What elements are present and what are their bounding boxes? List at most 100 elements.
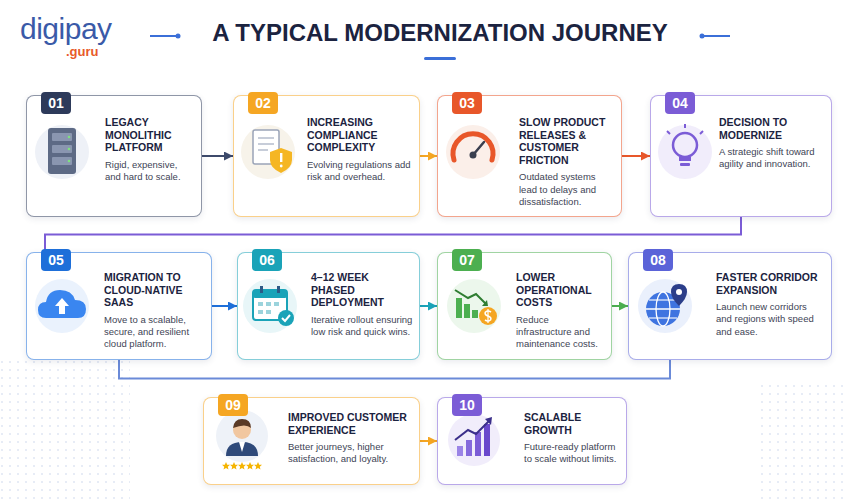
icon-shape (254, 462, 262, 470)
step-description: Future-ready platform to scale without l… (524, 441, 620, 465)
icon-shape (472, 310, 478, 318)
dot-texture (0, 360, 130, 499)
icon-shape (230, 462, 238, 470)
icon-shape (479, 307, 497, 325)
step-heading: LEGACY MONOLITHIC PLATFORM (105, 116, 195, 154)
icon-shape (679, 157, 691, 161)
server-icon (35, 125, 89, 179)
step-number: 05 (41, 249, 71, 271)
icon-shape (649, 299, 677, 300)
icon-shape (676, 289, 682, 295)
icon-shape (446, 125, 500, 179)
text-column: LOWER OPERATIONAL COSTS Reduce infrastruc… (516, 271, 605, 350)
diagram-title: A TYPICAL MODERNIZATION JOURNEY (140, 19, 740, 47)
icon-shape (52, 145, 72, 153)
icon-shape (646, 308, 680, 309)
icon-shape (649, 317, 677, 318)
icon-shape (282, 315, 290, 321)
icon-shape (684, 124, 686, 128)
lightbulb-icon (658, 124, 712, 179)
flow-connector (420, 155, 437, 157)
icon-shape (176, 34, 181, 39)
step-number: 10 (452, 394, 482, 416)
icon-shape (473, 142, 484, 155)
icon-shape (280, 165, 283, 168)
step-card: 02INCREASING COMPLIANCE COMPLEXITY Evolvi… (233, 95, 420, 217)
text-column: SCALABLE GROWTH Future-ready platform to … (524, 411, 620, 466)
step-description: Move to a scalable, secure, and resilien… (104, 314, 205, 350)
icon-shape (700, 34, 705, 39)
icon-shape (52, 157, 72, 165)
icon-shape (68, 148, 71, 151)
icon-shape (253, 290, 287, 298)
icon-shape (241, 125, 295, 179)
flow-connector (45, 217, 741, 252)
step-card: 05MIGRATION TO CLOUD-NATIVE SAAS Move to … (26, 252, 212, 360)
step-card: 09IMPROVED CUSTOMER EXPERIENCEBetter jou… (203, 397, 420, 485)
icon-shape (266, 310, 271, 314)
step-card: 03SLOW PRODUCT RELEASES & CUSTOMER FRICT… (437, 95, 622, 217)
icon-shape (239, 442, 245, 452)
step-number: 06 (252, 249, 282, 271)
step-number: 04 (665, 92, 695, 114)
document-icon (241, 125, 295, 179)
icon-shape (35, 125, 89, 179)
icon-shape (464, 304, 470, 318)
step-heading: 4–12 WEEK PHASED DEPLOYMENT (311, 271, 413, 309)
icon-shape (638, 279, 692, 333)
icon-shape (35, 279, 89, 333)
icon-shape (150, 35, 176, 37)
icon-shape (656, 292, 670, 326)
icon-shape (680, 163, 690, 166)
icon-shape (48, 128, 76, 174)
step-heading: INCREASING COMPLIANCE COMPLEXITY (307, 116, 413, 154)
text-column: SLOW PRODUCT RELEASES & CUSTOMER FRICTIO… (519, 116, 615, 208)
text-column: MIGRATION TO CLOUD-NATIVE SAAS Move to a … (104, 271, 205, 350)
flow-connector (420, 305, 437, 307)
cost-down-icon (447, 279, 501, 333)
step-description: Reduce infrastructure and maintenance co… (516, 314, 605, 350)
calendar-icon (243, 279, 297, 333)
icon-shape (484, 424, 490, 456)
icon-shape (274, 302, 279, 306)
step-number: 07 (452, 249, 482, 271)
icon-shape (456, 298, 462, 318)
text-column: IMPROVED CUSTOMER EXPERIENCEBetter journ… (288, 411, 413, 466)
icon-shape (277, 286, 280, 293)
rating-stars (222, 462, 262, 470)
step-description: Launch new corridors and regions with sp… (716, 301, 825, 337)
step-heading: DECISION TO MODERNIZE (719, 116, 825, 141)
step-description: Evolving regulations add risk and overhe… (307, 159, 413, 183)
step-heading: MIGRATION TO CLOUD-NATIVE SAAS (104, 271, 205, 309)
icon-shape (258, 149, 268, 151)
step-number: 09 (218, 394, 248, 416)
icon-shape (673, 133, 697, 157)
icon-shape (646, 292, 680, 326)
step-number: 02 (248, 92, 278, 114)
icon-shape (258, 302, 279, 314)
icon-shape (485, 311, 491, 321)
icon-shape (455, 420, 490, 440)
step-description: A strategic shift toward agility and inn… (719, 146, 825, 170)
step-card: 06 4–12 WEEK PHASED DEPLOYMENT Iterative r… (237, 252, 420, 360)
flow-connector (420, 440, 437, 442)
icon-shape (233, 421, 251, 439)
icon-shape (68, 160, 71, 163)
step-card: 08FASTER CORRIDOR EXPANSIONLaunch new co… (628, 252, 832, 360)
icon-shape (243, 279, 297, 333)
icon-shape (424, 57, 456, 60)
step-description: Iterative rollout ensuring low risk and … (311, 314, 413, 338)
step-number: 01 (41, 92, 71, 114)
flow-connector (119, 360, 670, 379)
icon-shape (233, 419, 251, 428)
step-heading: FASTER CORRIDOR EXPANSION (716, 271, 825, 296)
icon-shape (487, 309, 488, 323)
flow-connector (622, 155, 650, 157)
step-heading: LOWER OPERATIONAL COSTS (516, 271, 605, 309)
step-heading: SCALABLE GROWTH (524, 411, 620, 436)
icon-shape (258, 302, 263, 306)
icon-shape (466, 440, 472, 456)
step-number: 03 (452, 92, 482, 114)
step-heading: SLOW PRODUCT RELEASES & CUSTOMER FRICTIO… (519, 116, 615, 166)
